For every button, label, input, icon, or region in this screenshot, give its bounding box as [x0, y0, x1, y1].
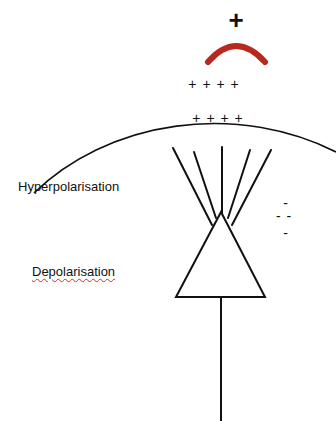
region-label: Hyperpolarisation — [18, 180, 119, 193]
region-label: Depolarisation — [32, 265, 115, 278]
electrode-arc — [208, 46, 265, 62]
electrode-polarity: + — [228, 7, 243, 33]
charge-sign: - — [283, 196, 289, 210]
charge-sign: - - — [276, 209, 292, 223]
charge-row: + + + + — [188, 77, 239, 91]
soma-triangle — [176, 212, 265, 297]
charge-row: + + + + — [192, 111, 243, 125]
charge-sign: - — [283, 226, 289, 240]
axon — [220, 297, 222, 421]
